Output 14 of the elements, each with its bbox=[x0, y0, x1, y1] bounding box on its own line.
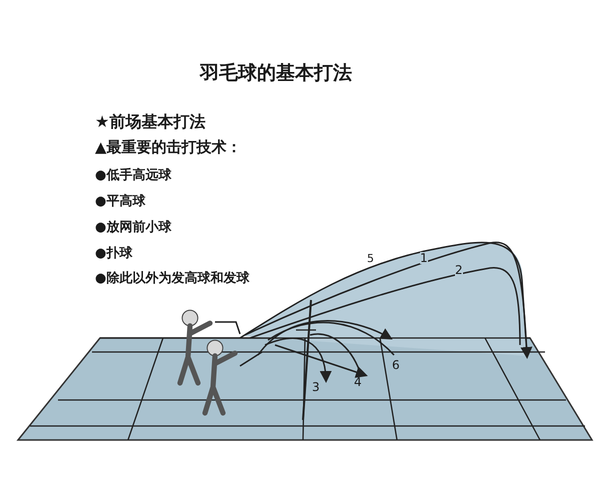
trajectory-number: 3 bbox=[312, 380, 320, 394]
bullet-item: ●扑球 bbox=[95, 245, 132, 262]
trajectory-number: 6 bbox=[392, 358, 400, 372]
trajectory-number: 1 bbox=[420, 252, 428, 264]
trajectory-number: 2 bbox=[455, 264, 463, 276]
subheading: ▲最重要的击打技术： bbox=[95, 138, 242, 157]
bullet-item: ●除此以外为发高球和发球 bbox=[95, 270, 250, 287]
bullet-item: ●低手高远球 bbox=[95, 166, 172, 184]
section-heading: ★前场基本打法 bbox=[95, 112, 206, 133]
title: 羽毛球的基本打法 bbox=[200, 61, 352, 86]
bullet-item: ●平高球 bbox=[95, 192, 146, 210]
bullet-item: ●放网前小球 bbox=[95, 219, 172, 236]
trajectory-number: 5 bbox=[367, 252, 374, 265]
trajectory-number: 4 bbox=[354, 375, 362, 389]
